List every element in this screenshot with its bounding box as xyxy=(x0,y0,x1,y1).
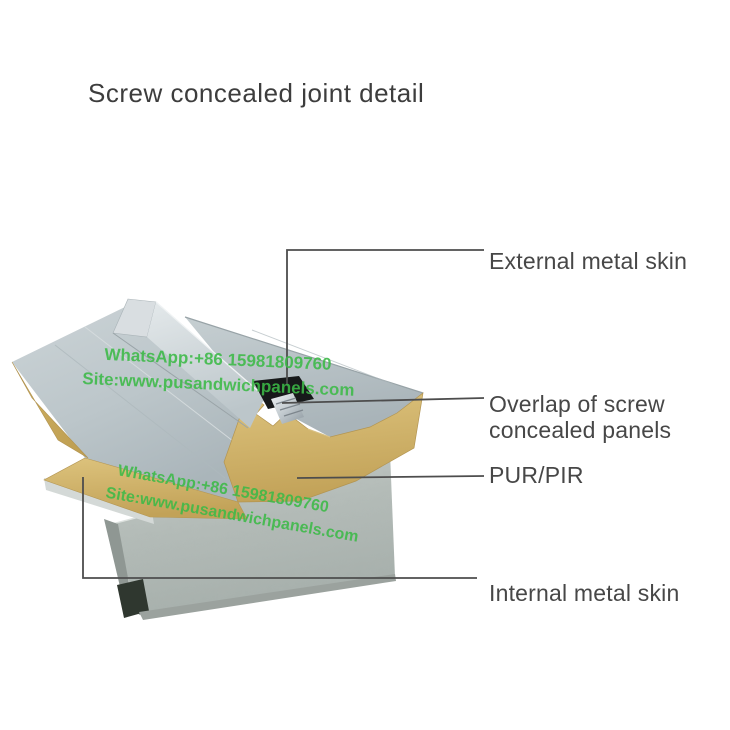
left-panel-foam-end-sliver xyxy=(11,361,89,459)
screw-recess xyxy=(253,376,314,409)
label-internal-metal-skin: Internal metal skin xyxy=(489,580,680,606)
purlin-web-texture xyxy=(112,452,395,615)
left-panel-rib-line xyxy=(84,326,256,459)
leader-external-metal-skin xyxy=(286,249,484,385)
label-overlap-line1: Overlap of screw xyxy=(489,391,665,417)
foam-cut-top-highlight xyxy=(307,428,331,438)
screw-shaft xyxy=(271,393,304,424)
leader-pur-pir xyxy=(296,475,485,479)
screw-joint xyxy=(253,376,314,424)
purlin-left-fold xyxy=(104,519,131,594)
purlin-bottom-foot xyxy=(117,579,149,618)
label-overlap: Overlap of screw concealed panels xyxy=(489,391,671,443)
purlin xyxy=(104,451,396,620)
left-panel-rib-line xyxy=(54,344,226,479)
label-external-metal-skin: External metal skin xyxy=(489,248,688,274)
seam-rib xyxy=(112,298,266,429)
right-panel-top-skin xyxy=(185,317,423,437)
leader-overlap xyxy=(281,397,485,404)
rib-slope-face xyxy=(147,302,265,428)
screw-thread xyxy=(283,409,304,417)
leader-internal-metal-skin xyxy=(82,477,477,579)
rib-ridge-highlight xyxy=(155,301,266,398)
label-overlap-line2: concealed panels xyxy=(489,417,672,443)
screw-thread xyxy=(275,397,297,405)
purlin-bottom-lip xyxy=(139,574,396,620)
page-title: Screw concealed joint detail xyxy=(88,78,425,108)
screw-thread xyxy=(279,403,301,411)
right-panel-rib-line xyxy=(251,329,409,391)
left-panel-foam-front-face xyxy=(43,457,248,520)
rib-base-line xyxy=(112,332,249,429)
right-panel xyxy=(184,316,424,503)
label-pur-pir: PUR/PIR xyxy=(489,462,584,488)
right-panel-foam-cut-face xyxy=(223,392,424,503)
leader-lines xyxy=(82,249,485,579)
